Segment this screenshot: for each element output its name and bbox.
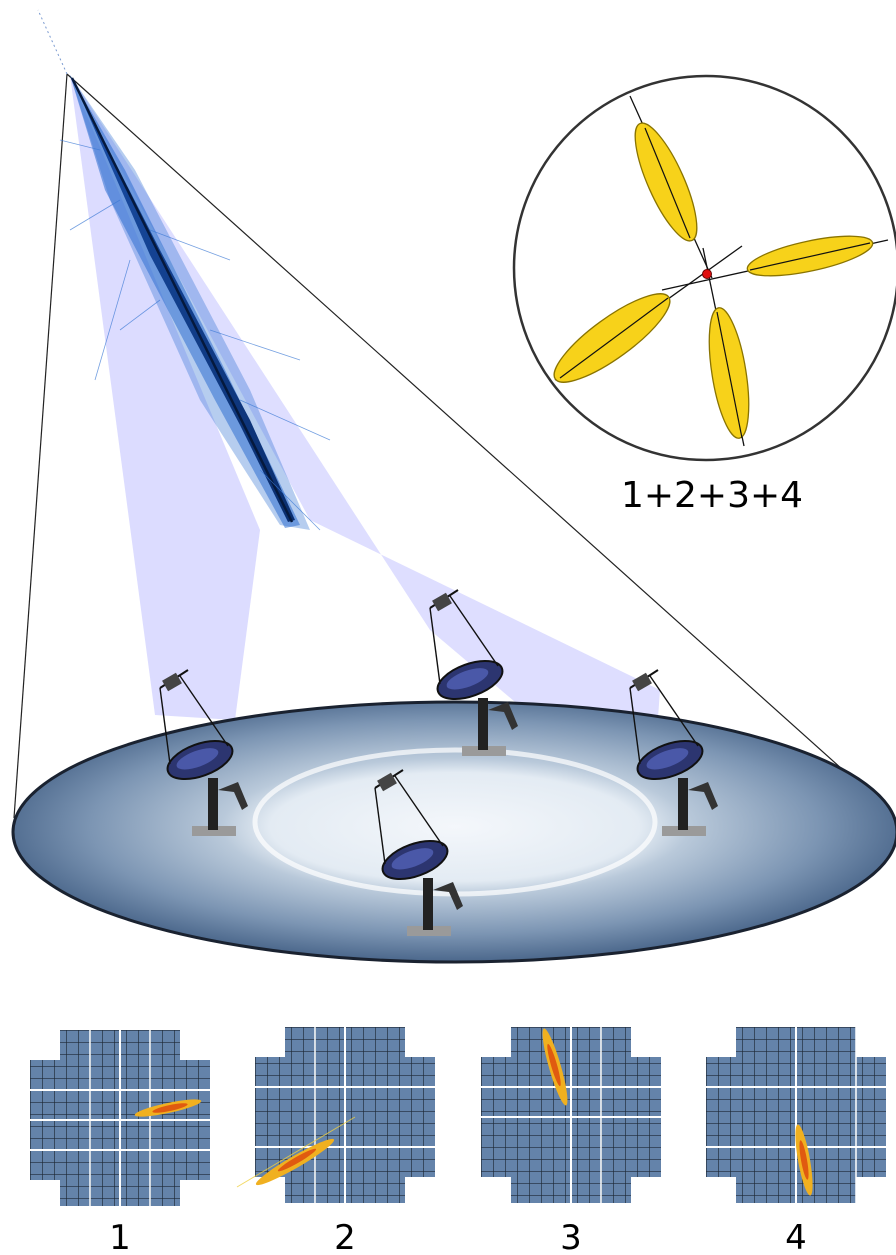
telescope-icon [429,589,518,756]
image-ellipse-1 [634,122,698,242]
air-shower-icon [59,75,331,531]
light-cones [70,75,660,760]
camera-labels: 1 2 3 4 [109,1218,807,1255]
telescope-icon [629,669,718,836]
telescope-icon [374,769,463,936]
stereo-reconstruction-panel: 1+2+3+4 [512,74,896,516]
image-ellipse-3 [553,293,671,383]
camera-image-3 [481,1027,661,1203]
camera-label-1: 1 [109,1218,131,1255]
impact-point-marker [702,269,712,279]
camera-image-1 [30,1030,210,1206]
camera-label-3: 3 [560,1218,582,1255]
camera-images [30,1027,886,1206]
light-cone-2 [70,75,660,760]
cone-edge-right [66,73,853,779]
ground-plane [11,700,896,964]
telescope-icon [159,669,248,836]
camera-label-4: 4 [785,1218,807,1255]
shower-axis-extension [37,9,68,75]
combined-camera-circle [512,74,896,462]
light-cone-1 [70,75,260,720]
camera-image-4 [706,1027,886,1203]
cone-edge-left [13,73,68,819]
camera-image-2 [236,1027,435,1203]
camera-label-2: 2 [334,1218,356,1255]
combined-view-label: 1+2+3+4 [621,475,803,516]
